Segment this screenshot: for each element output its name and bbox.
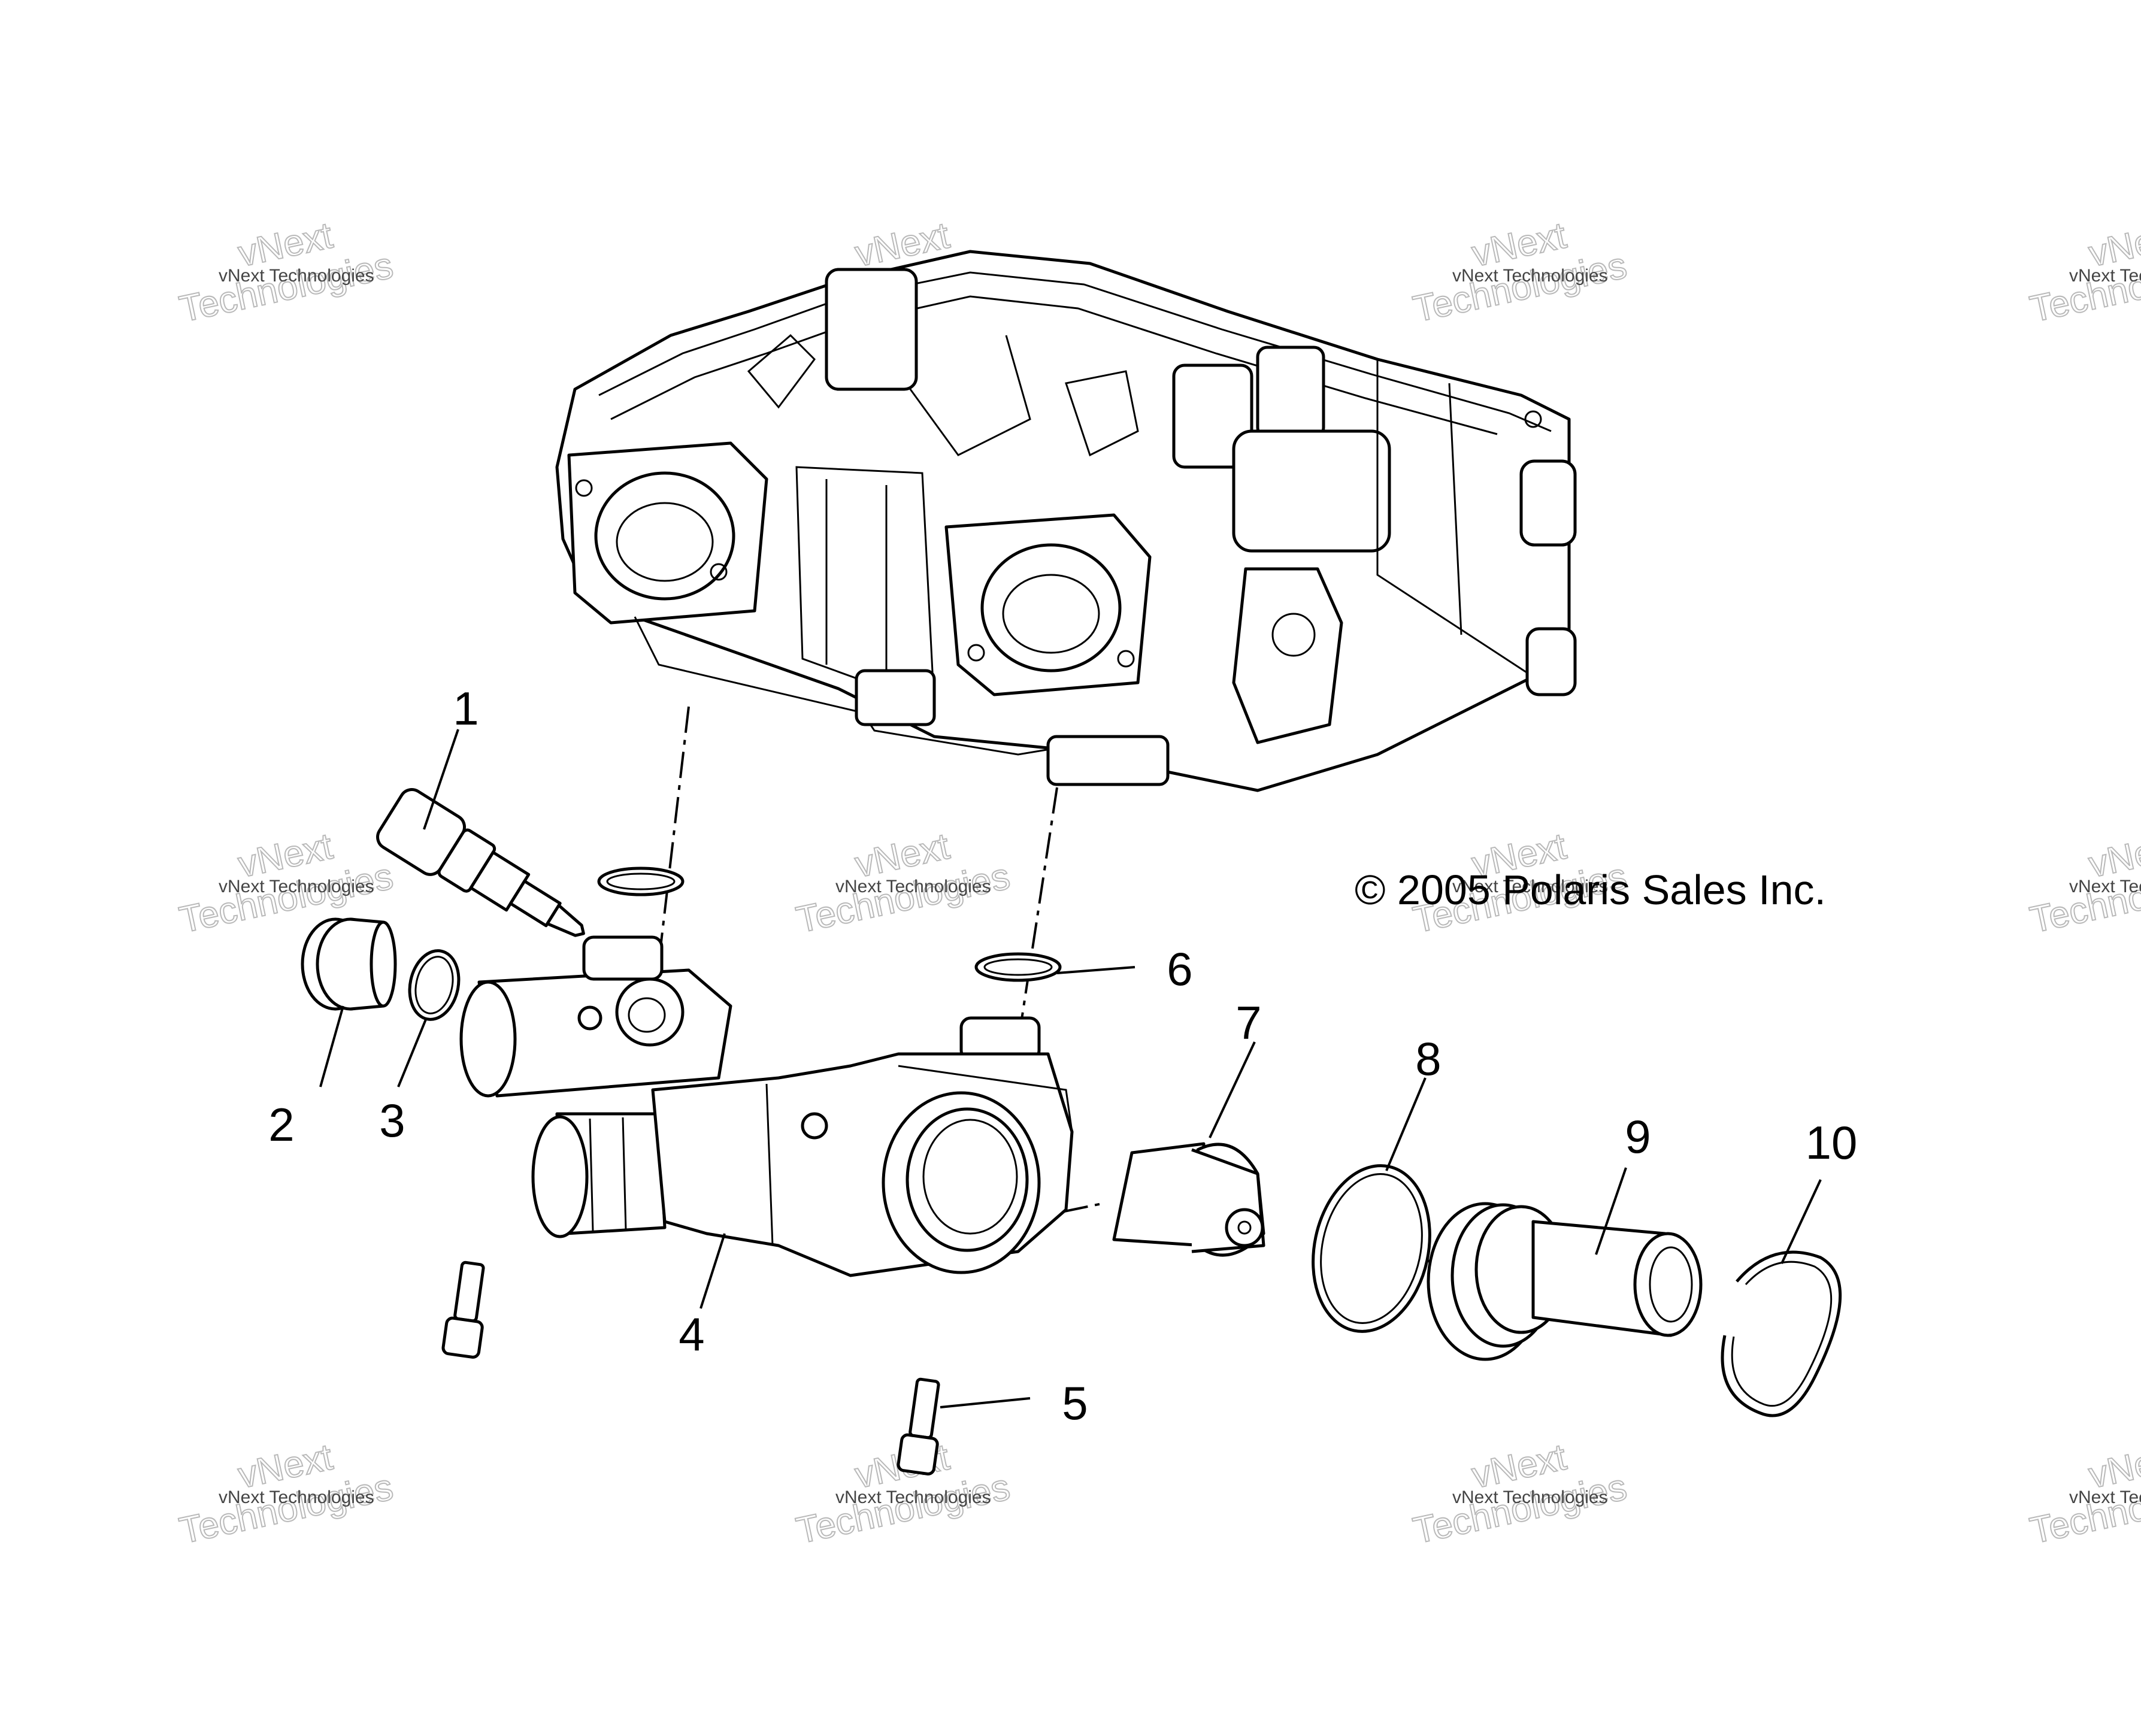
- watermark-small: vNext Technologies: [2069, 877, 2141, 896]
- watermark-small: vNext Technologies: [219, 266, 374, 286]
- callout-1: 1: [453, 682, 479, 735]
- watermark-small: vNext Technologies: [2069, 1487, 2141, 1507]
- watermark-small: vNext Technologies: [219, 877, 374, 896]
- callout-2: 2: [268, 1098, 294, 1151]
- callout-6: 6: [1167, 943, 1192, 995]
- watermark-small: vNext Technologies: [835, 1487, 991, 1507]
- callout-10: 10: [1806, 1116, 1858, 1169]
- watermark-small: vNext Technologies: [1452, 877, 1608, 896]
- callout-9: 9: [1625, 1110, 1651, 1163]
- plug-cap: [301, 917, 397, 1011]
- o-ring-port: [597, 867, 1062, 982]
- callout-7: 7: [1235, 996, 1261, 1049]
- o-ring-large: [1312, 1164, 1431, 1333]
- callout-5: 5: [1062, 1377, 1088, 1429]
- outlet-fitting: [1427, 1202, 1703, 1361]
- thermostat-housing: [459, 935, 1074, 1277]
- cylinder-head: [555, 250, 1577, 792]
- watermark-small: vNext Technologies: [835, 877, 991, 896]
- leader-lines: [319, 729, 1822, 1408]
- bolt: [441, 1261, 940, 1476]
- o-ring-small: [408, 949, 461, 1021]
- watermark-small: vNext Technologies: [1452, 1487, 1608, 1507]
- callout-3: 3: [379, 1094, 405, 1147]
- retaining-ring: [1721, 1250, 1842, 1417]
- thermostat: [1112, 1142, 1265, 1257]
- callout-labels: 1 2 3 4 5 6 7 8 9 10: [268, 682, 1857, 1429]
- callout-4: 4: [679, 1308, 704, 1361]
- watermark-small: vNext Technologies: [1452, 266, 1608, 286]
- callout-8: 8: [1415, 1032, 1441, 1085]
- copyright-notice: © 2005 Polaris Sales Inc.: [1355, 867, 1826, 913]
- watermark-small: vNext Technologies: [2069, 266, 2141, 286]
- temperature-sensor: [376, 788, 585, 937]
- watermark-small: vNext Technologies: [219, 1487, 374, 1507]
